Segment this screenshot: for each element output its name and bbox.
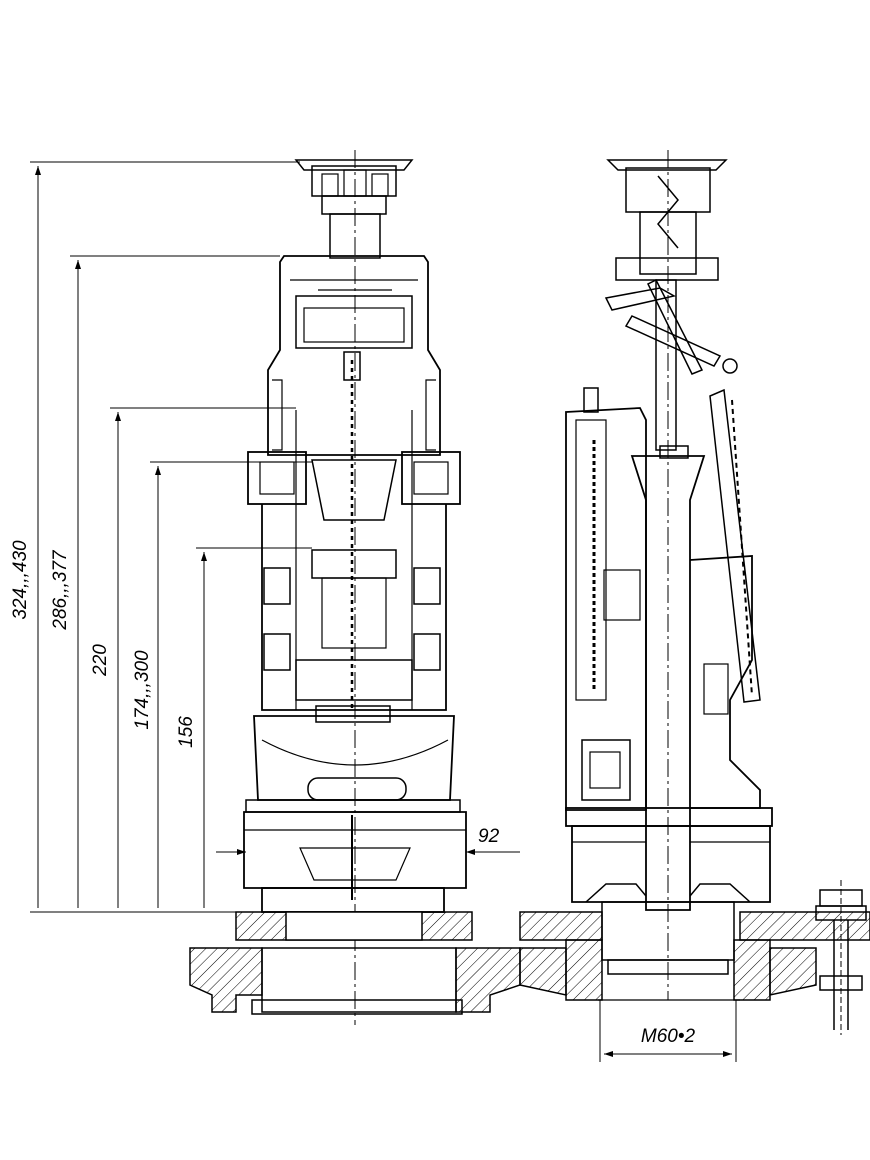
front-view: 324,,,430 286,,,377 220 174,,,300 156 92 [10, 150, 521, 1025]
section-base [565, 807, 773, 903]
dim-thread: M60•2 [641, 1026, 696, 1047]
upper-housing [267, 255, 441, 456]
dim-overall-height: 324,,,430 [10, 540, 31, 620]
outlet-gap-dimension: 92 [216, 826, 520, 855]
thread-dimension: M60•2 [599, 1000, 737, 1062]
dim-outlet-gap: 92 [478, 826, 500, 847]
dim-float-height: 220 [90, 644, 111, 677]
section-floor [519, 901, 870, 1001]
dim-clamp-height: 174,,,300 [132, 650, 153, 730]
vertical-dimensions: 324,,,430 286,,,377 220 174,,,300 156 [10, 161, 312, 913]
valve-body [261, 351, 447, 723]
tank-bottom-section [189, 911, 521, 1015]
side-clamps [247, 451, 461, 671]
push-button-cap [294, 159, 414, 259]
section-push-button [604, 159, 738, 375]
dim-lower-clamp-height: 156 [176, 716, 197, 748]
flush-seat [243, 715, 467, 913]
mounting-bolt [815, 880, 867, 1035]
float-chamber [565, 387, 647, 811]
dim-body-height: 286,,,377 [50, 549, 71, 631]
right-mechanism [689, 388, 761, 809]
section-view: M60•2 [519, 150, 870, 1062]
